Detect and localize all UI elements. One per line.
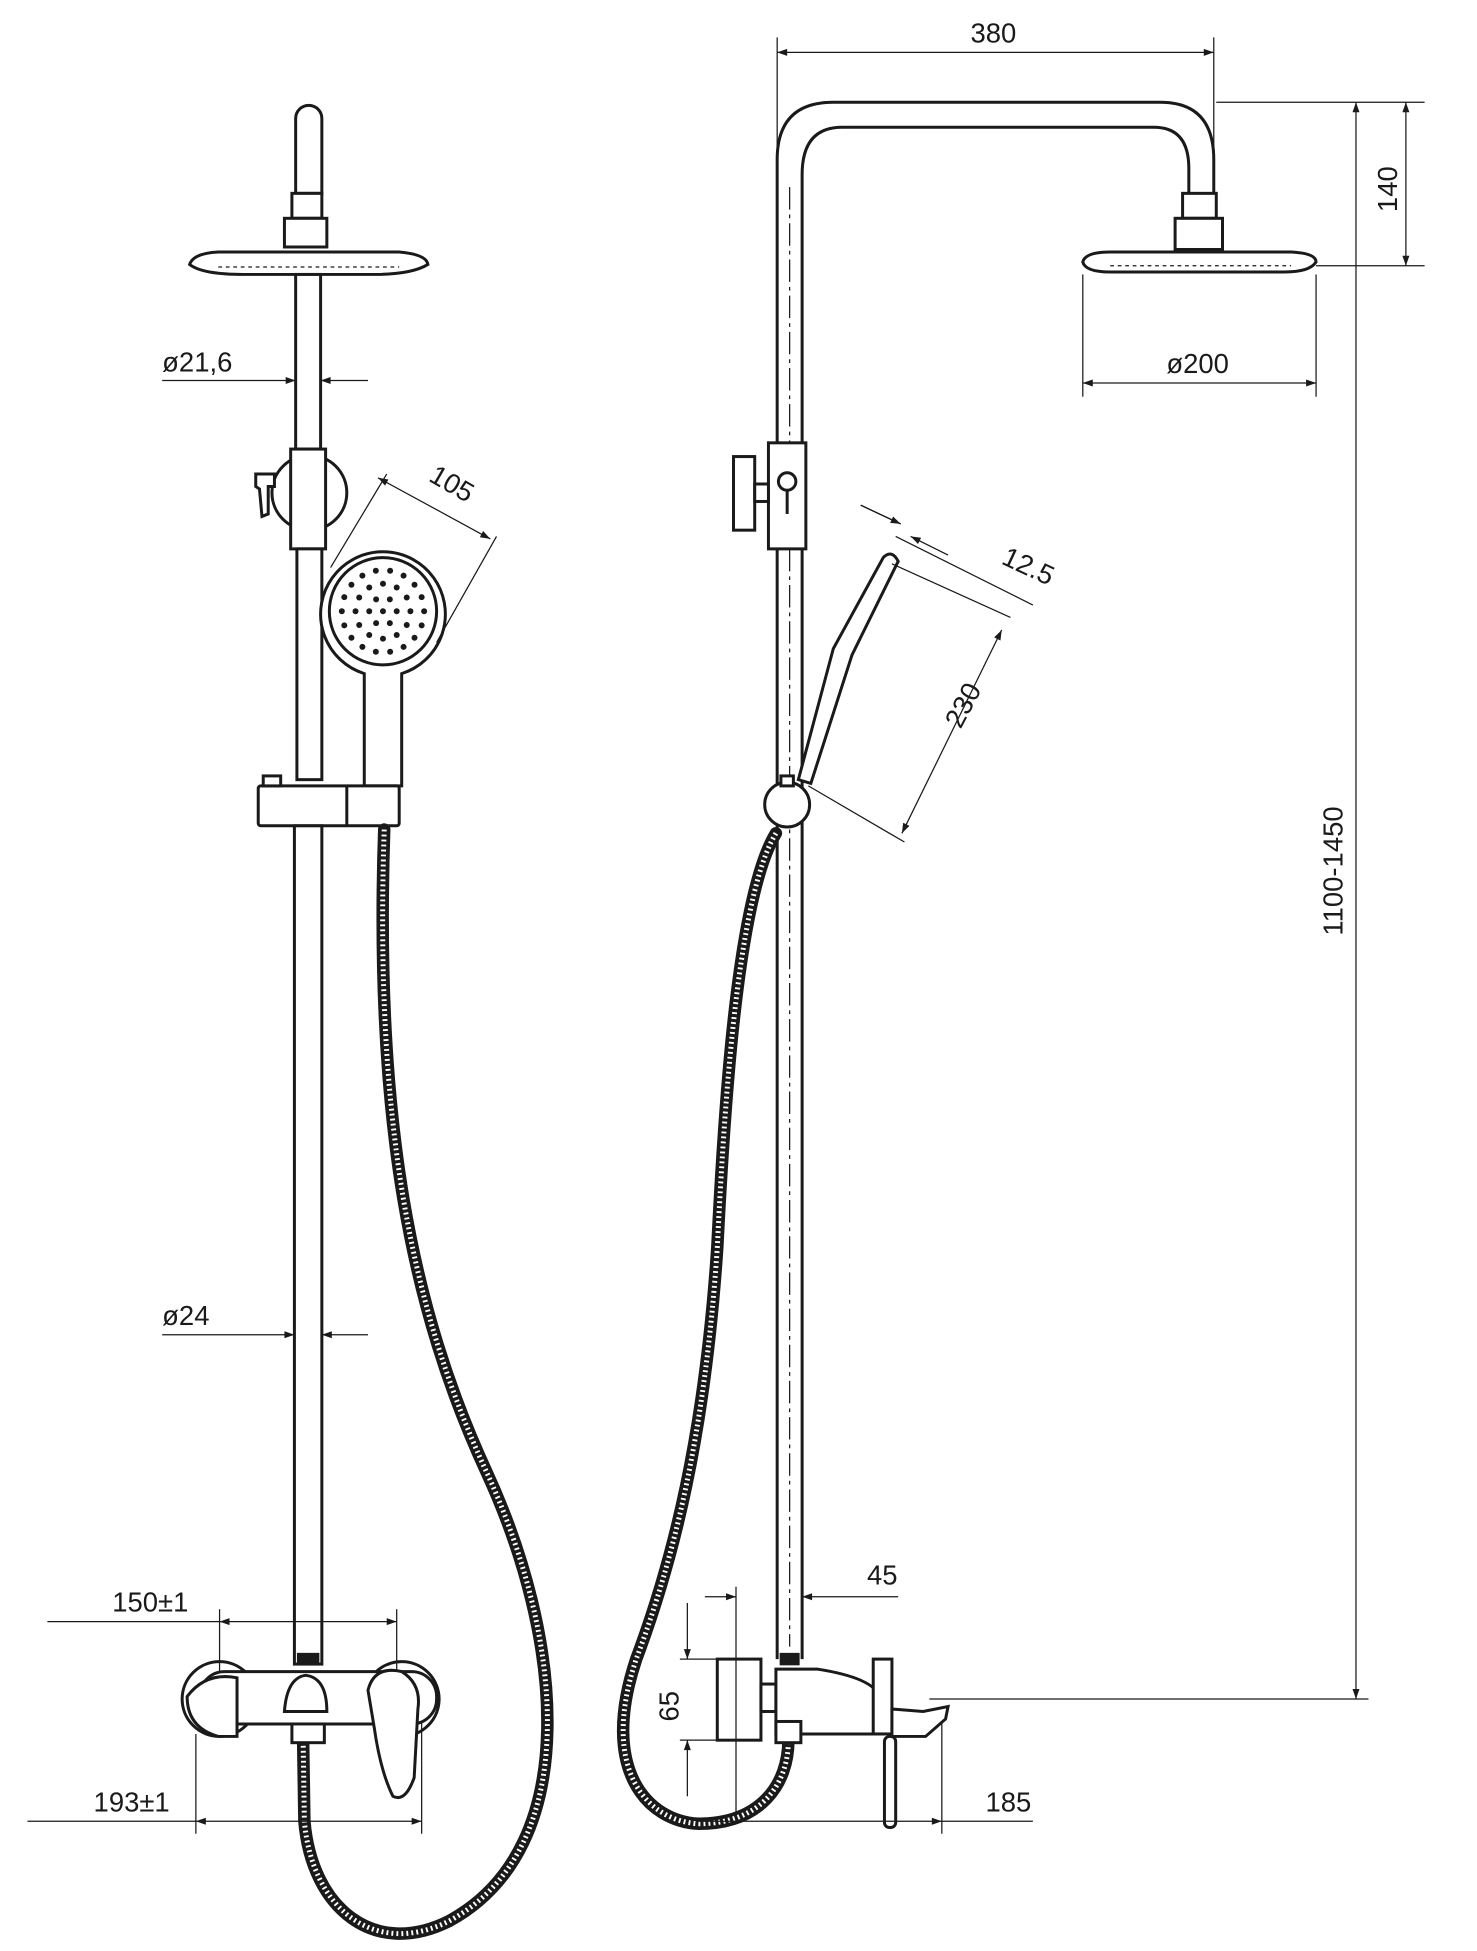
nozzle-dot (387, 567, 394, 574)
diverter-side (732, 441, 808, 551)
side-view: 380 140 ø200 1100-1450 12.5 230 (616, 17, 1425, 1834)
nozzle-dot (373, 620, 380, 627)
nozzle-dot (366, 584, 373, 591)
nozzle-dot (348, 581, 355, 588)
hand-shower-side (796, 552, 900, 786)
nozzle-dot (372, 567, 379, 574)
side-dimensions: 380 140 ø200 1100-1450 12.5 230 (654, 17, 1425, 1834)
hose-side (616, 827, 795, 1830)
nozzle-dot (379, 608, 386, 615)
dim-mixer-spacing: 150±1 (112, 1587, 188, 1618)
nozzles (338, 567, 428, 655)
nozzle-dot (411, 581, 418, 588)
nozzle-dot (418, 594, 425, 601)
dim-mixer-width: 193±1 (94, 1786, 170, 1817)
nozzle-dot (341, 622, 348, 629)
dim-lower-pipe: ø24 (162, 1300, 209, 1331)
nozzle-dot (341, 594, 348, 601)
overhead-arm (282, 103, 329, 249)
nozzle-dot (359, 643, 366, 650)
dim-spout-projection: 185 (985, 1786, 1031, 1817)
hand-shower-holder (763, 780, 812, 829)
rain-shower-head (187, 250, 430, 276)
hand-shower-front (319, 550, 447, 788)
nozzle-dot (403, 621, 410, 628)
nozzle-dot (359, 572, 366, 579)
nozzle-dot (356, 594, 363, 601)
mixer-handle (366, 1668, 420, 1799)
dim-upper-pipe: ø21,6 (162, 347, 232, 378)
dim-head-drop: 140 (1372, 166, 1403, 212)
riser-with-arm (775, 100, 1216, 1660)
nozzle-dot (386, 596, 393, 603)
nozzle-dot (393, 632, 400, 639)
nozzle-dot (407, 608, 414, 615)
nozzle-dot (393, 608, 400, 615)
nozzle-dot (421, 608, 428, 615)
diverter (254, 447, 349, 551)
nozzle-dot (366, 632, 373, 639)
nozzle-dot (403, 594, 410, 601)
dim-height-range: 1100-1450 (1317, 806, 1348, 935)
nozzle-dot (379, 580, 386, 587)
nozzle-dot (418, 622, 425, 629)
nozzle-dot (393, 584, 400, 591)
dim-head-diameter: ø200 (1166, 348, 1229, 379)
lower-pipe (292, 824, 324, 1666)
nozzle-dot (386, 620, 393, 627)
mixer-side (715, 1652, 950, 1830)
middle-pipe (295, 547, 324, 782)
dim-hand-shower-length: 230 (938, 678, 987, 733)
nozzle-dot (379, 635, 386, 642)
dim-hand-shower-thickness: 12.5 (998, 541, 1060, 592)
rain-shower-head-side (1081, 250, 1318, 274)
mixer-front (180, 1660, 441, 1799)
nozzle-dot (411, 634, 418, 641)
dim-mixer-height: 65 (654, 1691, 685, 1722)
hose-front (296, 823, 554, 1940)
nozzle-dot (348, 634, 355, 641)
spout (890, 1704, 950, 1738)
nozzle-dot (400, 572, 407, 579)
dim-hand-shower-diameter: 105 (424, 459, 479, 509)
nozzle-dot (373, 596, 380, 603)
upper-pipe (294, 272, 323, 451)
slide-bar-holder (256, 774, 401, 828)
dim-pipe-offset: 45 (867, 1559, 898, 1590)
dim-arm-reach: 380 (971, 17, 1017, 48)
nozzle-dot (400, 643, 407, 650)
nozzle-dot (372, 648, 379, 655)
nozzle-dot (356, 621, 363, 628)
front-view: ø21,6 ø24 105 150±1 193±1 (27, 103, 554, 1940)
nozzle-dot (387, 648, 394, 655)
nozzle-dot (352, 608, 359, 615)
nozzle-dot (366, 608, 373, 615)
nozzle-dot (338, 608, 345, 615)
